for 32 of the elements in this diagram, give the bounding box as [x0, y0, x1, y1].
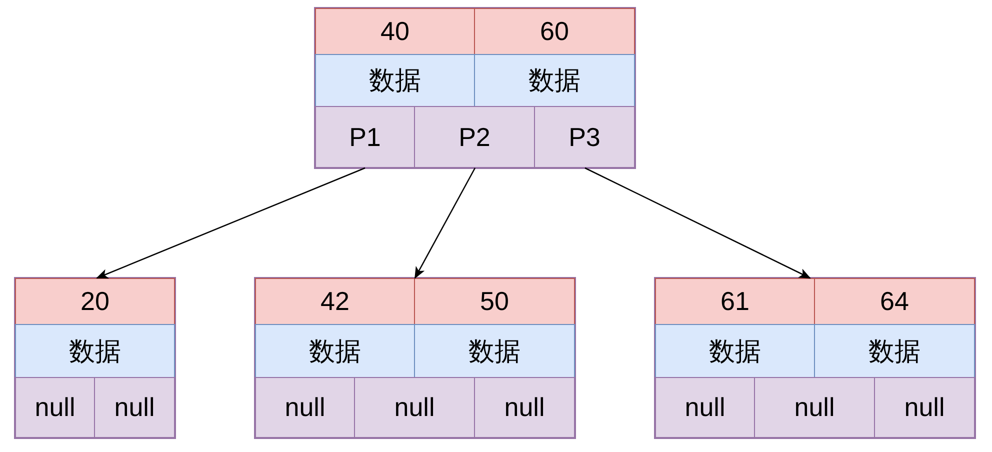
tree-node-box	[315, 8, 635, 168]
tree-node-box	[15, 278, 175, 438]
tree-node-box	[255, 278, 575, 438]
key-cell: 60	[474, 8, 635, 55]
pointer-cell: null	[655, 377, 755, 438]
pointer-cell: null	[874, 377, 975, 438]
arrow	[414, 168, 476, 279]
pointer-cell: P1	[315, 106, 415, 168]
key-cell: 40	[315, 8, 475, 55]
pointer-cell: null	[15, 377, 95, 438]
data-cell: 数据	[15, 324, 175, 378]
data-cell: 数据	[474, 54, 635, 107]
pointer-cell: null	[255, 377, 355, 438]
arrow	[584, 167, 811, 279]
key-cell: 64	[814, 278, 975, 325]
key-cell: 42	[255, 278, 415, 325]
tree-node-box	[655, 278, 975, 438]
key-cell: 20	[15, 278, 175, 325]
arrow	[96, 167, 366, 279]
data-cell: 数据	[655, 324, 815, 378]
data-cell: 数据	[255, 324, 415, 378]
pointer-cell: P2	[414, 106, 535, 168]
key-cell: 61	[655, 278, 815, 325]
data-cell: 数据	[315, 54, 475, 107]
data-cell: 数据	[814, 324, 975, 378]
key-cell: 50	[414, 278, 575, 325]
pointer-cell: null	[94, 377, 175, 438]
pointer-cell: null	[354, 377, 475, 438]
data-cell: 数据	[414, 324, 575, 378]
pointer-cell: null	[754, 377, 875, 438]
pointer-cell: null	[474, 377, 575, 438]
pointer-cell: P3	[534, 106, 635, 168]
